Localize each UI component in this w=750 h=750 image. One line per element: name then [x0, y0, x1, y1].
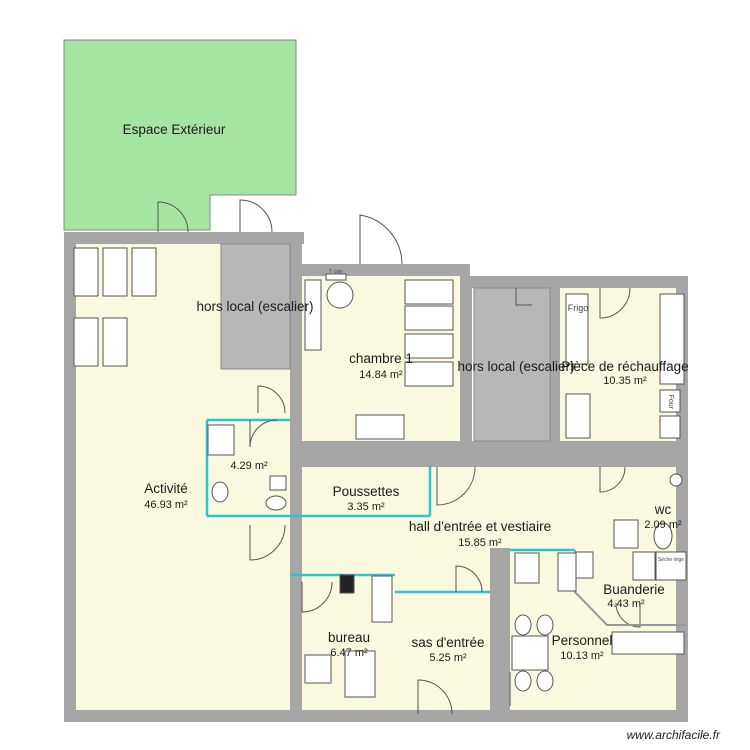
- room-area-buanderie: 4.43 m²: [607, 598, 645, 610]
- sanitary-fixtures: [207, 424, 287, 511]
- room-area-poussettes: 3.35 m²: [347, 501, 385, 513]
- laundry-fixtures: [574, 473, 687, 655]
- office-furniture: [304, 574, 393, 698]
- room-name-hors-local-1: hors local (escalier): [196, 299, 314, 314]
- stair-block-1: [220, 243, 291, 370]
- room-name-poussettes: Poussettes: [332, 484, 400, 499]
- activity-beds: [73, 247, 157, 367]
- room-name-activite: Activité: [144, 481, 188, 496]
- room-name-rechauffage: Pièce de réchauffage: [561, 359, 689, 374]
- room-name-hors-local-2: hors local (escalier): [457, 359, 575, 374]
- room-name-wc: wc: [654, 502, 672, 517]
- room-area-chambre: 14.84 m²: [359, 369, 403, 381]
- room-area-sanitaire: 4.29 m²: [230, 460, 268, 472]
- fixture-label-tcalo: T calo: [329, 269, 343, 275]
- room-name-chambre: chambre 1: [349, 351, 413, 366]
- bedroom-beds: [325, 273, 454, 440]
- room-area-rechauffage: 10.35 m²: [603, 375, 647, 387]
- room-name-exterieur: Espace Extérieur: [122, 122, 226, 137]
- room-name-hall: hall d'entrée et vestiaire: [408, 519, 552, 534]
- room-area-sas: 5.25 m²: [429, 652, 467, 664]
- doors: [157, 199, 641, 715]
- room-name-sas: sas d'entrée: [411, 635, 485, 650]
- bedroom-cabinet: [304, 279, 322, 351]
- room-name-buanderie: Buanderie: [603, 582, 665, 597]
- room-name-bureau: bureau: [327, 630, 371, 645]
- room-name-personnel: Personnel: [551, 633, 613, 648]
- fixture-label-seche-linge: Sèche linge: [657, 557, 685, 563]
- exterior-area: [63, 39, 297, 231]
- watermark: www.archifacile.fr: [626, 728, 720, 742]
- boiler-icon: [326, 281, 354, 309]
- room-area-activite: 46.93 m²: [144, 499, 188, 511]
- room-area-personnel: 10.13 m²: [560, 650, 604, 662]
- walls: [64, 232, 688, 722]
- room-area-bureau: 6.47 m²: [330, 647, 368, 659]
- staff-table: [511, 552, 577, 692]
- room-area-hall: 15.85 m²: [458, 537, 502, 549]
- room-area-wc: 2.09 m²: [644, 519, 682, 531]
- fixture-label-frigo: Frigo: [567, 303, 589, 313]
- stair-block-2: [473, 287, 551, 442]
- kitchen-fixtures: [565, 293, 685, 439]
- fixture-label-four: Four: [666, 394, 674, 410]
